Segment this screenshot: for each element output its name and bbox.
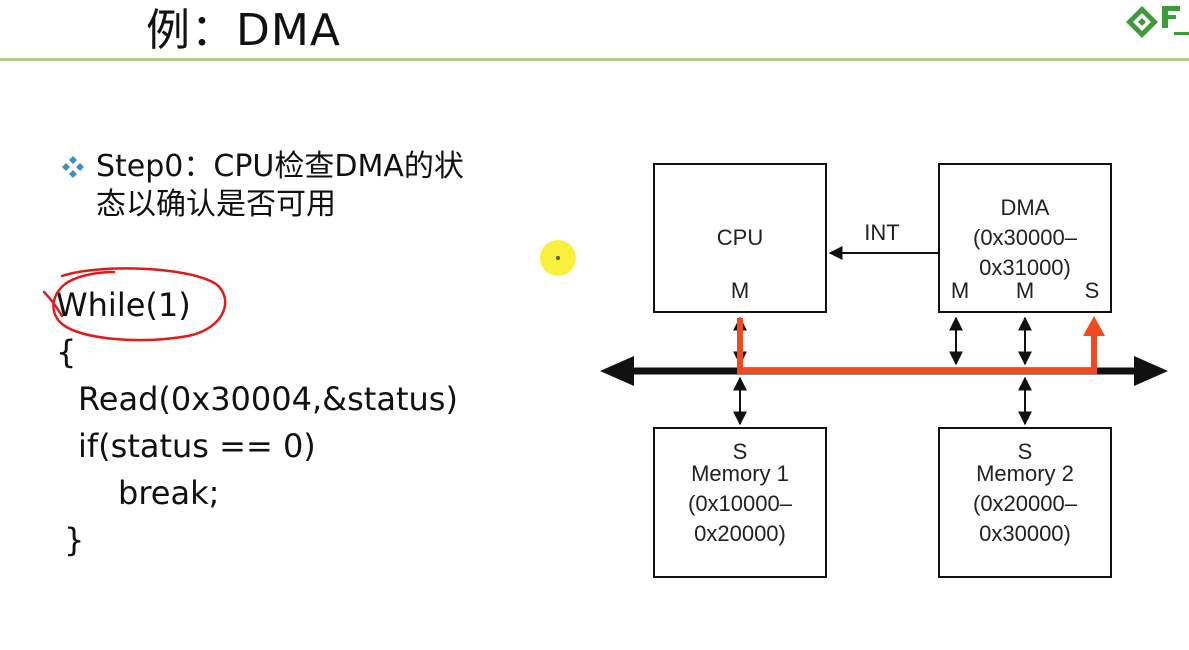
int-label: INT — [864, 220, 899, 245]
dma-range-start: (0x30000– — [973, 225, 1078, 250]
step-text-line-2: 态以确认是否可用 — [96, 187, 336, 222]
memory1-label: Memory 1 — [691, 461, 789, 486]
dma-block — [938, 163, 1112, 313]
memory1-block — [653, 427, 827, 578]
dma-label: DMA — [1001, 195, 1050, 220]
code-block: While(1) { Read(0x30004,&status) if(stat… — [56, 282, 458, 564]
code-line: { — [56, 333, 77, 371]
memory2-range-start: (0x20000– — [973, 491, 1078, 516]
code-line: if(status == 0) — [78, 427, 316, 465]
dma-slave-port: S — [1085, 278, 1100, 303]
memory2-block — [938, 427, 1112, 578]
step-description: Step0：CPU检查DMA的状 态以确认是否可用 — [60, 148, 540, 224]
code-line: break; — [118, 474, 220, 512]
dma-range-end: 0x31000) — [979, 255, 1071, 280]
memory1-range-start: (0x10000– — [688, 491, 793, 516]
cpu-master-port: M — [731, 278, 749, 303]
cursor-highlight — [540, 240, 576, 276]
step-text-line-1: Step0：CPU检查DMA的状 — [96, 149, 464, 184]
cpu-block — [653, 163, 827, 313]
code-line: Read(0x30004,&status) — [78, 380, 458, 418]
dma-master-port-2: M — [1016, 278, 1034, 303]
memory1-range-end: 0x20000) — [694, 521, 786, 546]
slide-title: 例：DMA — [146, 5, 341, 56]
code-line: } — [64, 521, 85, 559]
bus-arrow-right-icon — [1134, 356, 1168, 386]
memory2-range-end: 0x30000) — [979, 521, 1071, 546]
memory2-slave-port: S — [1018, 439, 1033, 464]
diamond-bullet-icon — [62, 156, 84, 178]
memory1-slave-port: S — [733, 439, 748, 464]
memory2-label: Memory 2 — [976, 461, 1074, 486]
highlighted-cpu-to-dma-path — [737, 318, 1097, 374]
dma-bus-diagram: CPU M DMA (0x30000– 0x31000) M M S S Mem… — [600, 163, 1168, 578]
cpu-label: CPU — [717, 225, 763, 250]
highlighted-path-arrow-icon — [1083, 316, 1105, 336]
bus-arrow-left-icon — [600, 356, 634, 386]
code-line: While(1) — [56, 286, 191, 324]
green-diamond-logo-icon — [1126, 6, 1189, 38]
title-underline — [0, 58, 1189, 61]
dma-master-port-1: M — [951, 278, 969, 303]
